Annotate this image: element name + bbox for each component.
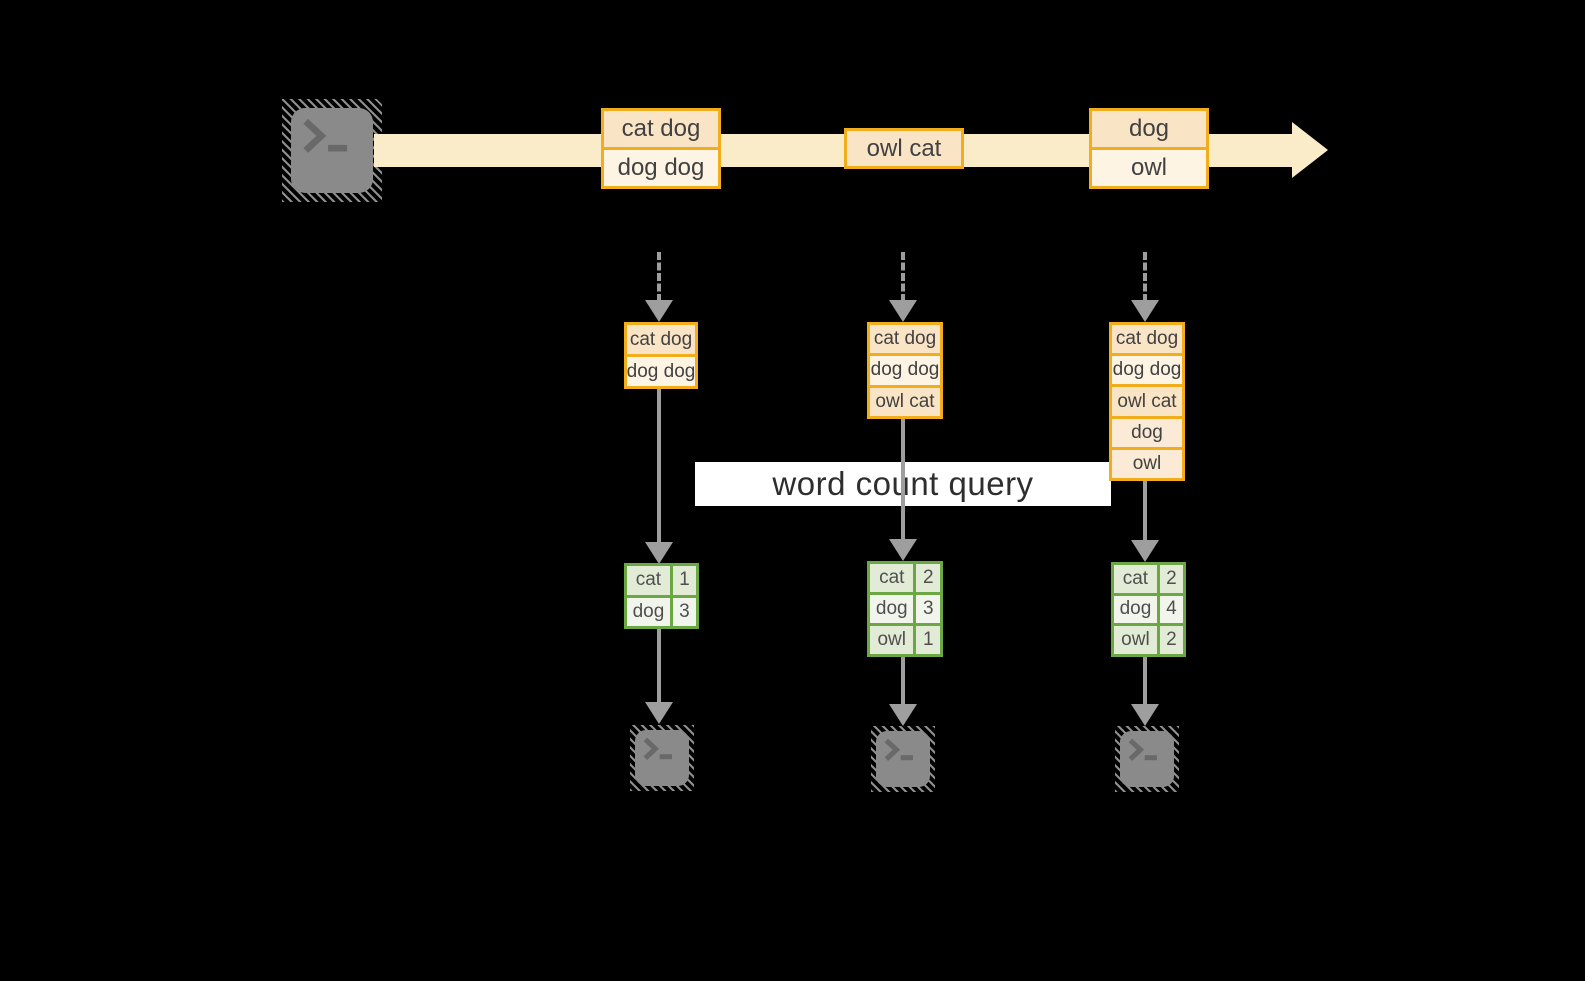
accumulated-records-box-1: cat dog dog dog [624,322,698,389]
terminal-output-icon [871,726,935,792]
record-cell: cat dog [1112,325,1182,354]
terminal-prompt-icon [299,116,355,158]
terminal-output-icon [630,725,694,791]
arrowhead-down-icon [1131,704,1159,726]
terminal-source-icon [282,99,382,202]
record-cell: dog [1112,418,1182,447]
terminal-output-body [635,730,689,786]
count-cell: 3 [916,595,940,623]
word-cell: dog [870,595,914,623]
terminal-output-icon [1115,726,1179,792]
word-cell: cat [870,564,914,592]
terminal-prompt-icon [882,737,918,764]
word-count-table-3: cat 2 dog 4 owl 2 [1111,562,1186,657]
arrowhead-down-icon [645,300,673,322]
count-cell: 2 [1159,565,1183,593]
word-cell: cat [627,566,670,595]
record-cell: owl cat [847,131,961,166]
dashed-down-arrow [657,252,661,302]
word-count-table-1: cat 1 dog 3 [624,563,699,629]
down-arrow-line [657,629,661,703]
terminal-prompt-icon [641,736,677,763]
down-arrow-line [901,418,905,540]
word-cell: owl [1114,626,1157,654]
word-cell: cat [1114,565,1157,593]
stream-record-box-3: dog owl [1089,108,1209,189]
stream-arrowhead-icon [1292,122,1328,178]
accumulated-records-box-3: cat dog dog dog owl cat dog owl [1109,322,1185,481]
record-cell: dog dog [604,150,718,186]
dashed-down-arrow [901,252,905,302]
word-cell: owl [870,626,914,654]
terminal-output-body [876,731,930,787]
record-cell: owl [1092,150,1206,186]
arrowhead-down-icon [1131,540,1159,562]
terminal-output-body [1120,731,1174,787]
count-cell: 4 [1159,595,1183,624]
word-cell: dog [627,597,670,626]
record-cell: owl [1112,449,1182,479]
down-arrow-line [901,657,905,705]
record-cell: cat dog [627,325,695,354]
down-arrow-line [1143,480,1147,540]
arrowhead-down-icon [645,702,673,724]
stream-record-box-1: cat dog dog dog [601,108,721,189]
arrowhead-down-icon [889,539,917,561]
count-cell: 2 [1159,626,1183,654]
record-cell: dog dog [870,356,940,385]
count-cell: 2 [916,564,940,592]
arrowhead-down-icon [889,300,917,322]
down-arrow-line [657,388,661,542]
accumulated-records-box-2: cat dog dog dog owl cat [867,322,943,419]
arrowhead-down-icon [1131,300,1159,322]
record-cell: cat dog [870,325,940,354]
count-cell: 1 [916,626,940,654]
down-arrow-line [1143,657,1147,705]
record-cell: dog dog [1112,356,1182,385]
arrowhead-down-icon [889,704,917,726]
stream-record-box-2: owl cat [844,128,964,169]
record-cell: owl cat [1112,387,1182,416]
record-cell: owl cat [870,387,940,416]
dashed-down-arrow [1143,252,1147,302]
arrowhead-down-icon [645,542,673,564]
record-cell: cat dog [604,111,718,147]
terminal-prompt-icon [1126,737,1162,764]
count-cell: 3 [672,597,696,626]
record-cell: dog dog [627,357,695,386]
word-count-table-2: cat 2 dog 3 owl 1 [867,561,943,657]
word-cell: dog [1114,595,1157,624]
record-cell: dog [1092,111,1206,147]
count-cell: 1 [672,566,696,595]
terminal-source-body [291,108,373,193]
